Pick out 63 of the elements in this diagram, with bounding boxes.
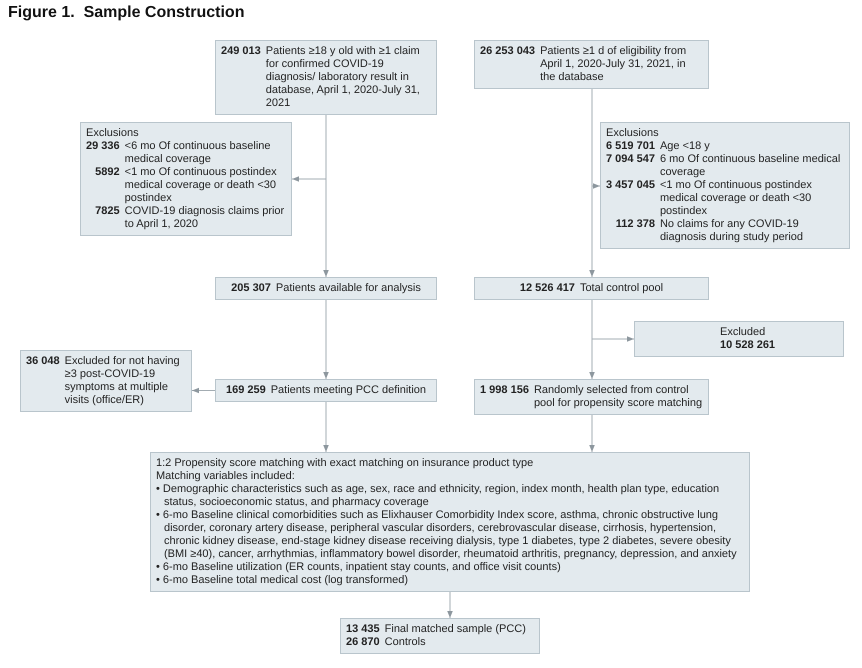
bullet-item: • 6-mo Baseline total medical cost (log transformed) xyxy=(156,574,410,587)
count-number: 1 998 156 xyxy=(480,384,529,398)
count-number: 36 048 xyxy=(26,355,60,369)
arrow xyxy=(323,300,329,380)
step-description: Patients ≥1 d of eligibility from April 1, 2020-July 31, 2021, in the database xyxy=(540,45,688,84)
box-heading: Exclusions xyxy=(606,127,660,140)
bullet-item: • 6-mo Baseline clinical comorbidities such as Elixhauser Comorbidity Index score, asthma, chronic obstructive lung disorder, coronary artery disease, peripheral vascular disorders, cerebrovascular disease, cirrhosis, hypertension, chronic kidney disease, end-stage kidney disease receiving dialysis, type 1 diabetes, type 2 diabetes, severe obesity (BMI ≥40), cancer, arrhythmias, inflammatory bowel disorder, rheumatoid arthritis, pregnancy, depression, and anxiety xyxy=(156,509,738,561)
arrow xyxy=(323,402,329,452)
arrow xyxy=(589,414,595,452)
step-description: COVID-19 diagnosis claims prior to April 1, 2020 xyxy=(124,205,286,231)
box-heading: Excluded xyxy=(720,326,766,339)
arrow xyxy=(292,114,326,182)
count-number: 7825 xyxy=(94,205,120,219)
process-box xyxy=(215,40,437,115)
step-description: Excluded for not having ≥3 post-COVID-19 symptoms at multiple visits (office/ER) xyxy=(64,355,181,407)
figure-title: Figure 1. Sample Construction xyxy=(8,6,244,19)
count-number: 169 259 xyxy=(226,384,266,397)
arrow xyxy=(447,592,453,618)
step-description: <1 mo Of continuous postindex medical coverage or death <30 postindex xyxy=(660,179,813,218)
step-description: Patients meeting PCC definition xyxy=(270,384,426,397)
count-number: 3 457 045 xyxy=(606,179,655,193)
process-box xyxy=(474,277,709,300)
step-description: Controls xyxy=(384,636,427,649)
process-box xyxy=(215,379,437,402)
box-heading: 1:2 Propensity score matching with exact matching on insurance product type xyxy=(156,457,534,470)
arrow xyxy=(592,300,634,342)
box-heading: Exclusions xyxy=(86,127,140,140)
exclusion-box xyxy=(600,122,850,249)
count-number: 29 336 xyxy=(86,140,120,154)
exclusion-box xyxy=(634,321,844,357)
count-number: 249 013 xyxy=(221,45,261,59)
arrow xyxy=(592,88,600,189)
count-number: 205 307 xyxy=(231,282,271,295)
exclusion-box xyxy=(20,350,192,412)
step-description: No claims for any COVID-19 diagnosis during study period xyxy=(660,218,804,244)
count-number: 10 528 261 xyxy=(720,339,776,352)
process-box xyxy=(340,618,540,654)
step-description: Randomly selected from control pool for propensity score matching xyxy=(534,384,703,410)
count-number: 12 526 417 xyxy=(520,282,575,295)
count-number: 7 094 547 xyxy=(606,153,655,167)
count-number: 6 519 701 xyxy=(606,140,655,153)
count-number: 13 435 xyxy=(346,623,380,636)
step-description: Patients available for analysis xyxy=(276,282,421,295)
process-box xyxy=(474,40,709,89)
bullet-item: • 6-mo Baseline utilization (ER counts, inpatient stay counts, and office visit counts) xyxy=(156,561,562,574)
count-number: 26 870 xyxy=(346,636,380,649)
bullet-item: • Demographic characteristics such as age, sex, race and ethnicity, region, index month, health plan type, education status, socioeconomic status, and pharmacy coverage xyxy=(156,483,720,509)
step-description: Final matched sample (PCC) xyxy=(384,623,527,636)
process-box xyxy=(474,379,709,415)
matching-box xyxy=(150,452,750,592)
box-heading: Matching variables included: xyxy=(156,470,296,483)
count-number: 5892 xyxy=(94,166,120,180)
count-number: 112 378 xyxy=(614,218,655,232)
arrow xyxy=(192,388,216,394)
step-description: <1 mo Of continuous postindex medical coverage or death <30 postindex xyxy=(124,166,278,205)
step-description: 6 mo Of continuous baseline medical coverage xyxy=(660,153,842,179)
process-box xyxy=(215,277,437,300)
step-description: Patients ≥18 y old with ≥1 claim for confirmed COVID-19 diagnosis/ laboratory result in database, April 1, 2020-July 31, 2021 xyxy=(266,45,421,110)
step-description: Total control pool xyxy=(580,282,664,295)
step-description: <6 mo Of continuous baseline medical coverage xyxy=(124,140,272,166)
step-description: Age <18 y xyxy=(660,140,711,153)
exclusion-box xyxy=(80,122,292,236)
count-number: 26 253 043 xyxy=(480,45,536,59)
